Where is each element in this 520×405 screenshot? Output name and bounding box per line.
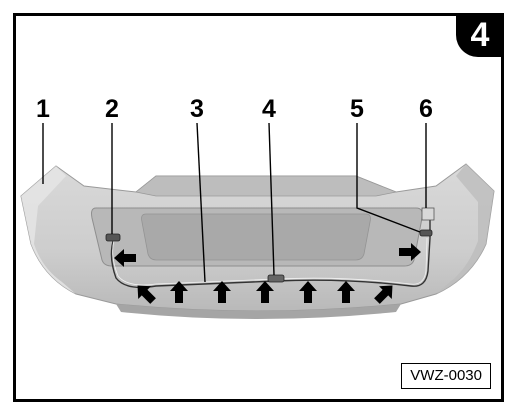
sensor-2: [105, 233, 121, 242]
reference-code: VWZ-0030: [401, 363, 491, 389]
rear-bumper-drawing: [20, 122, 495, 319]
bumper-side-left: [21, 166, 76, 294]
callout-5: 5: [350, 95, 364, 123]
callout-4: 4: [262, 95, 276, 123]
arrow-left-side: [114, 249, 136, 267]
bumper-side-right: [436, 164, 494, 294]
bumper-lower-lip: [116, 304, 401, 319]
arrow-up-1: [137, 285, 156, 304]
callout-6: 6: [419, 95, 433, 123]
arrow-up-2: [170, 281, 188, 303]
arrow-up-3: [213, 281, 231, 303]
callout-2: 2: [105, 95, 119, 123]
sensor-5: [419, 229, 433, 237]
arrow-up-4: [256, 281, 274, 303]
arrow-right-side: [399, 243, 421, 261]
leader-4: [268, 122, 275, 276]
recess-inner-panel: [141, 213, 371, 261]
wiring-harness-3-shadow: [112, 237, 428, 286]
figure-frame: 4 1 2 3 4 5 6 VWZ-0030: [13, 13, 504, 402]
leader-5: [356, 123, 421, 233]
arrow-up-7: [374, 285, 393, 304]
arrow-up-6: [337, 281, 355, 303]
wiring-harness-3: [110, 218, 431, 289]
arrow-up-5: [299, 281, 317, 303]
callout-3: 3: [190, 95, 204, 123]
leader-3: [196, 122, 206, 283]
bracket-6: [421, 207, 435, 221]
callout-1: 1: [36, 95, 50, 123]
figure-number-badge: 4: [456, 16, 501, 57]
connector-4: [267, 274, 285, 283]
